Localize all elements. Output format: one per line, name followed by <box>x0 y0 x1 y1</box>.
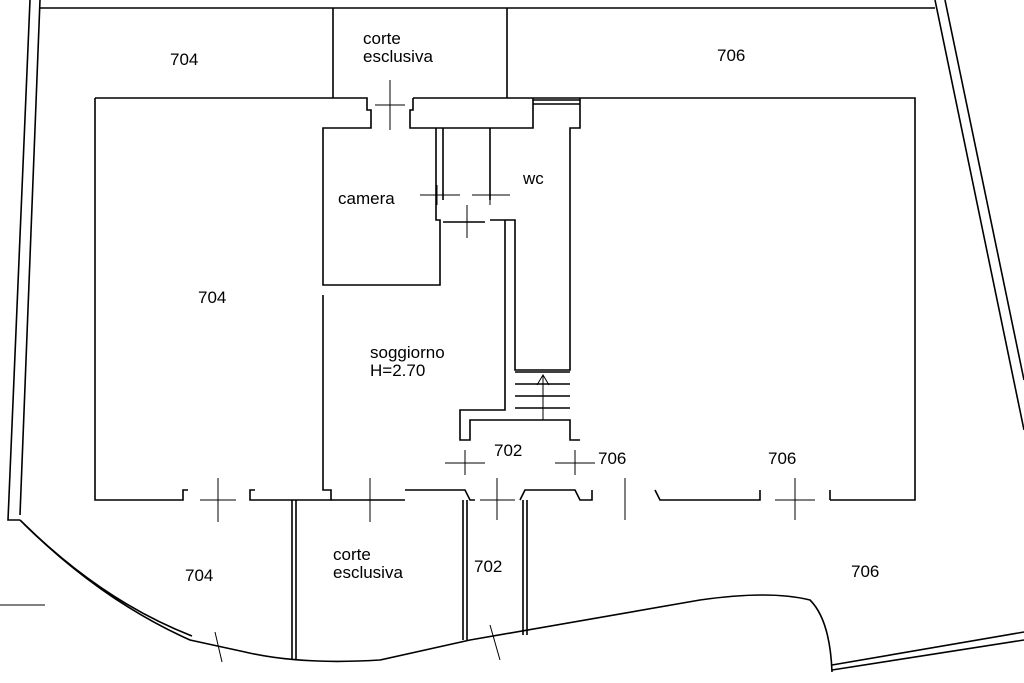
plot-label-706-a: 706 <box>598 449 627 468</box>
plot-label-706-b: 706 <box>768 449 797 468</box>
plot-label-702-bottom: 702 <box>474 557 503 576</box>
property-boundary <box>0 0 1024 606</box>
plot-label-704-top: 704 <box>170 50 199 69</box>
plot-label-704-main: 704 <box>198 288 227 307</box>
bottom-plots <box>19 500 1024 673</box>
room-label-camera: camera <box>338 189 395 208</box>
building-walls <box>94 97 916 501</box>
room-label-soggiorno: soggiorno <box>370 343 445 362</box>
plot-label-704-bottom: 704 <box>185 566 214 585</box>
plot-label-706-bottom: 706 <box>851 562 880 581</box>
room-height-label: H=2.70 <box>370 361 426 380</box>
room-label-wc: wc <box>523 169 544 188</box>
plot-label-corte-top: corte esclusiva <box>363 29 433 66</box>
plot-label-corte-bottom: corte esclusiva <box>333 545 403 582</box>
top-plots <box>40 7 935 98</box>
door-marks <box>200 80 815 663</box>
room-label-702: 702 <box>494 441 523 460</box>
plot-label-706-top: 706 <box>717 46 746 65</box>
